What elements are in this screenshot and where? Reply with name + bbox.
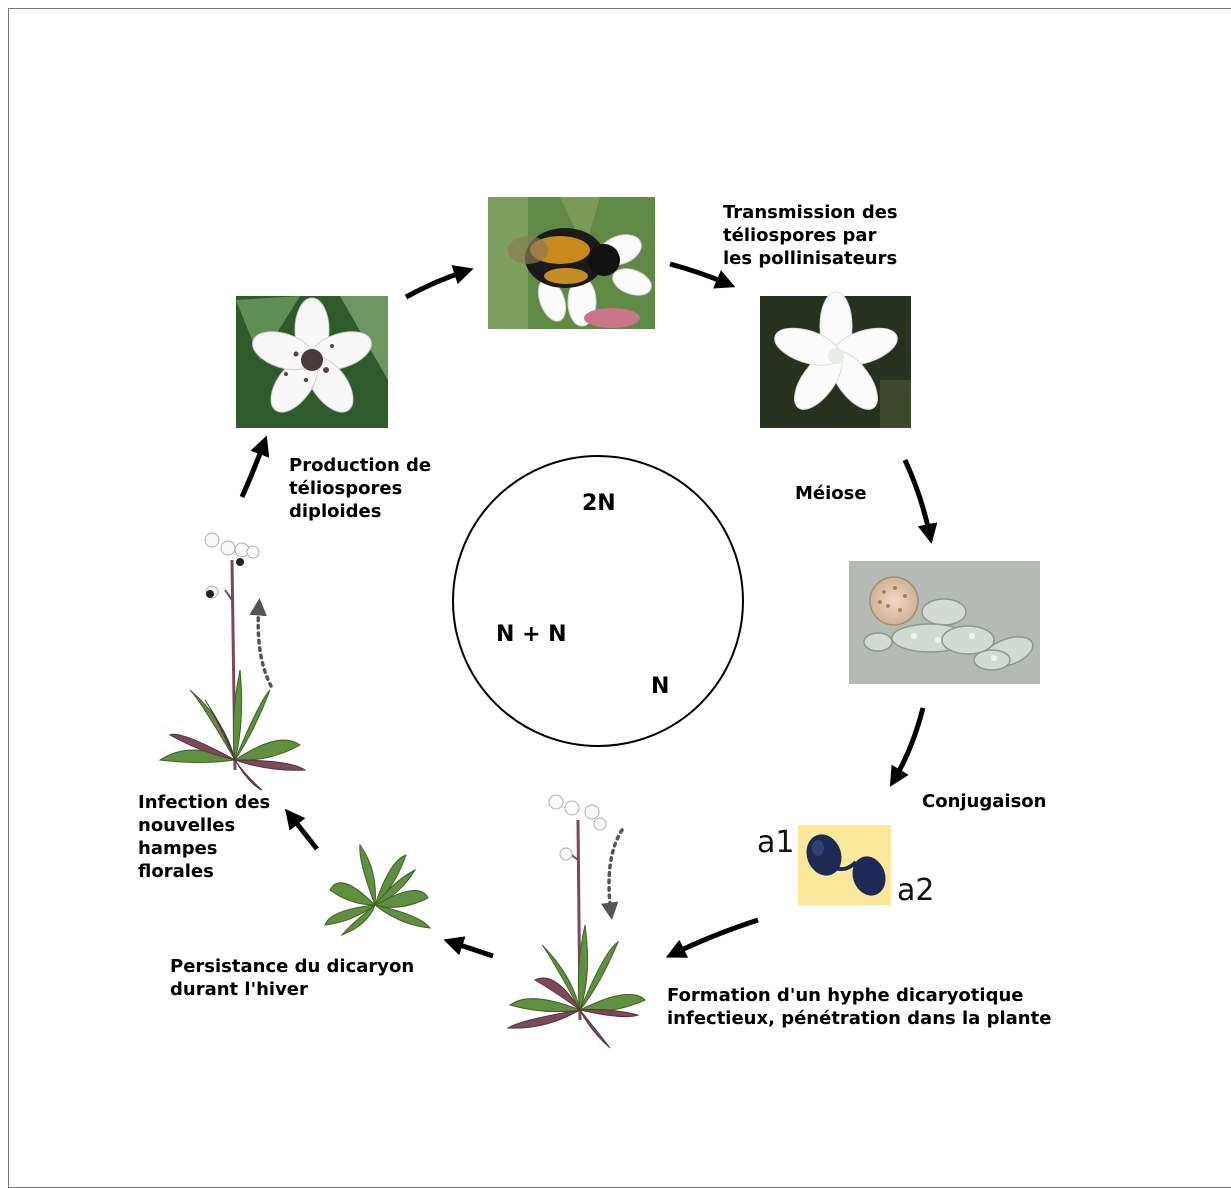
arrow-bee-to-flower xyxy=(670,264,728,284)
ploidy-n-plus-n: N + N xyxy=(496,622,567,647)
arrow-conjugaison xyxy=(894,708,923,780)
ploidy-n: N xyxy=(651,674,669,699)
mating-type-a2: a2 xyxy=(897,873,934,908)
mating-type-a1: a1 xyxy=(757,825,794,860)
ploidy-2n: 2N xyxy=(582,491,616,516)
arrow-infection xyxy=(290,815,317,849)
bumblebee-photo xyxy=(488,197,655,329)
dotted-arrow-down xyxy=(609,830,622,913)
label-transmission: Transmission des téliospores par les pol… xyxy=(723,201,898,270)
arrow-production xyxy=(242,443,264,497)
label-persistance: Persistance du dicaryon durant l'hiver xyxy=(170,955,414,1001)
label-infection: Infection des nouvelles hampes florales xyxy=(138,791,270,883)
label-formation: Formation d'un hyphe dicaryotique infect… xyxy=(667,984,1051,1030)
rosette-plant xyxy=(325,845,430,935)
infected-flower-photo xyxy=(236,296,388,428)
conjugation-photo xyxy=(798,825,891,905)
arrow-formation xyxy=(673,920,758,954)
label-meiose: Méiose xyxy=(795,482,867,505)
arrow-persistance xyxy=(451,942,493,956)
label-conjugaison: Conjugaison xyxy=(922,790,1046,813)
microscope-spores-photo xyxy=(849,561,1040,684)
arrow-production-to-bee xyxy=(406,271,466,297)
flowering-plant-center xyxy=(508,795,645,1048)
dotted-arrow-up xyxy=(258,605,271,686)
healthy-flower-photo xyxy=(760,292,911,428)
label-production: Production de téliospores diploides xyxy=(289,454,431,523)
arrow-meiose xyxy=(905,460,930,536)
flowering-plant-left xyxy=(160,533,305,790)
